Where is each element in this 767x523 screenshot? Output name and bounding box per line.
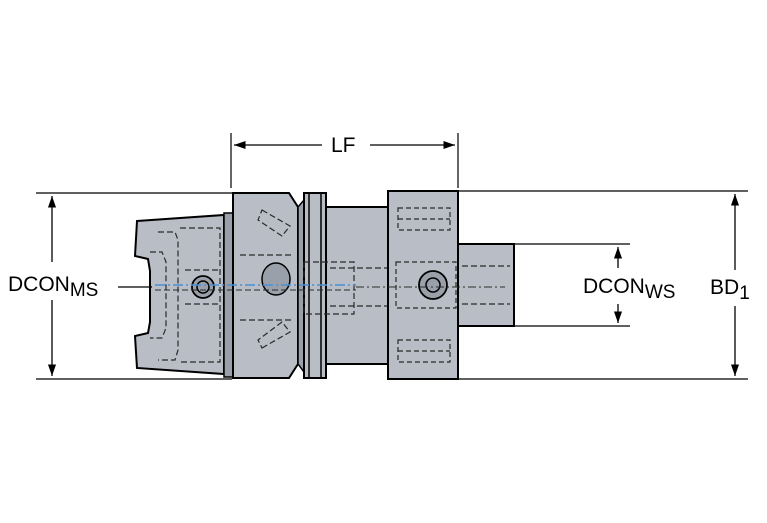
label-bd1-main: BD [710, 276, 740, 299]
label-bd1: BD1 [710, 277, 750, 303]
machine-side-coupling [133, 212, 234, 378]
label-dcon-ms: DCONMS [8, 274, 98, 300]
dimension-dcon-ws [514, 243, 630, 327]
dimension-dcon-ms [36, 192, 232, 380]
label-dcon-ms-sub: MS [69, 280, 99, 301]
label-lf-text: LF [331, 134, 356, 157]
label-lf: LF [331, 135, 356, 156]
label-bd1-sub: 1 [739, 283, 750, 304]
label-dcon-ws: DCONWS [583, 276, 675, 302]
label-dcon-ms-main: DCON [8, 273, 70, 296]
label-dcon-ws-main: DCON [583, 275, 645, 298]
workpiece-side-shank [457, 243, 515, 327]
coolant-channel [155, 284, 505, 291]
workpiece-side-body [387, 190, 459, 380]
dimension-lf [230, 133, 459, 188]
label-dcon-ws-sub: WS [644, 282, 676, 303]
dimension-bd1 [458, 190, 748, 380]
